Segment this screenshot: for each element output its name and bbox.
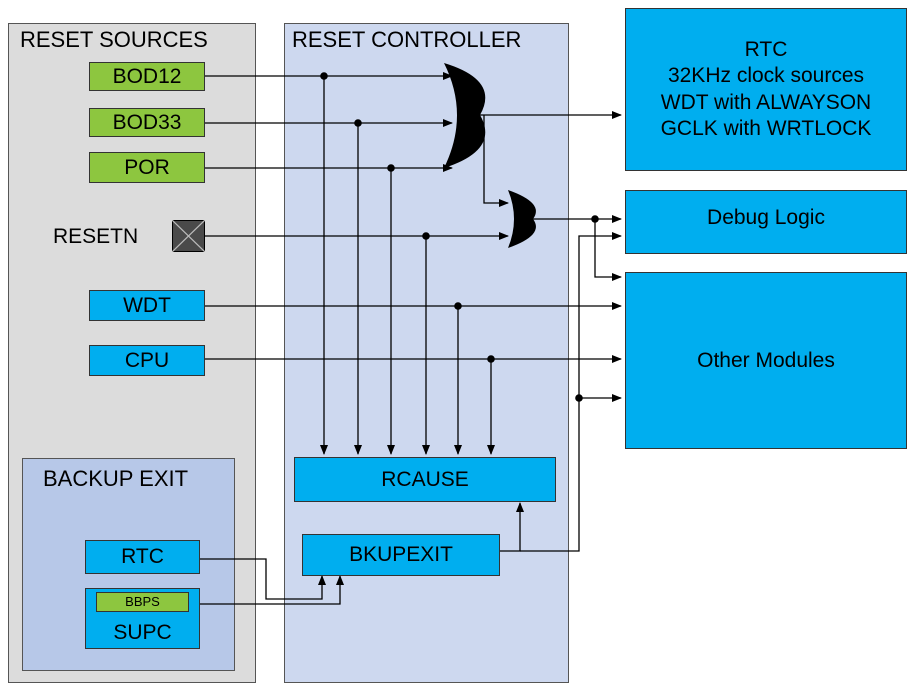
rtc-output-line-3: WDT with ALWAYSON [660, 90, 872, 114]
rtc-output-line-1: RTC [744, 38, 788, 62]
wdt-box: WDT [89, 290, 205, 321]
bbps-box: BBPS [96, 592, 189, 612]
rtc-output-box: RTC 32KHz clock sources WDT with ALWAYSO… [625, 8, 907, 171]
por-box: POR [89, 152, 205, 183]
rtc-output-line-2: 32KHz clock sources [667, 64, 865, 88]
rtc-output-line-4: GCLK with WRTLOCK [660, 116, 872, 140]
backup-exit-title: BACKUP EXIT [43, 466, 189, 491]
wire-rtc-to-bkupexit [200, 558, 326, 600]
wire-bkupexit-to-rcause [500, 502, 524, 552]
reset-controller-title: RESET CONTROLLER [292, 27, 522, 52]
backup-rtc-box: RTC [85, 540, 200, 574]
bod33-box: BOD33 [89, 108, 205, 137]
debug-logic-label: Debug Logic [707, 206, 825, 229]
wire-small-or-to-other [594, 219, 622, 281]
bkupexit-box: BKUPEXIT [302, 534, 500, 576]
or-gate-small [508, 190, 536, 248]
wire-bkupexit-right [520, 232, 622, 552]
other-modules-box: Other Modules [625, 272, 907, 449]
rcause-box: RCAUSE [294, 457, 556, 502]
reset-sources-title: RESET SOURCES [20, 27, 208, 52]
resetn-label: RESETN [53, 225, 139, 248]
debug-logic-box: Debug Logic [625, 190, 907, 254]
supc-label: SUPC [113, 620, 172, 644]
or-gate-large [444, 63, 486, 168]
resetn-pin-icon [172, 220, 205, 252]
wire-or-to-small-or [483, 115, 509, 207]
bod12-box: BOD12 [89, 62, 205, 91]
cpu-box: CPU [89, 345, 205, 376]
wire-supc-to-bkupexit [200, 575, 344, 605]
